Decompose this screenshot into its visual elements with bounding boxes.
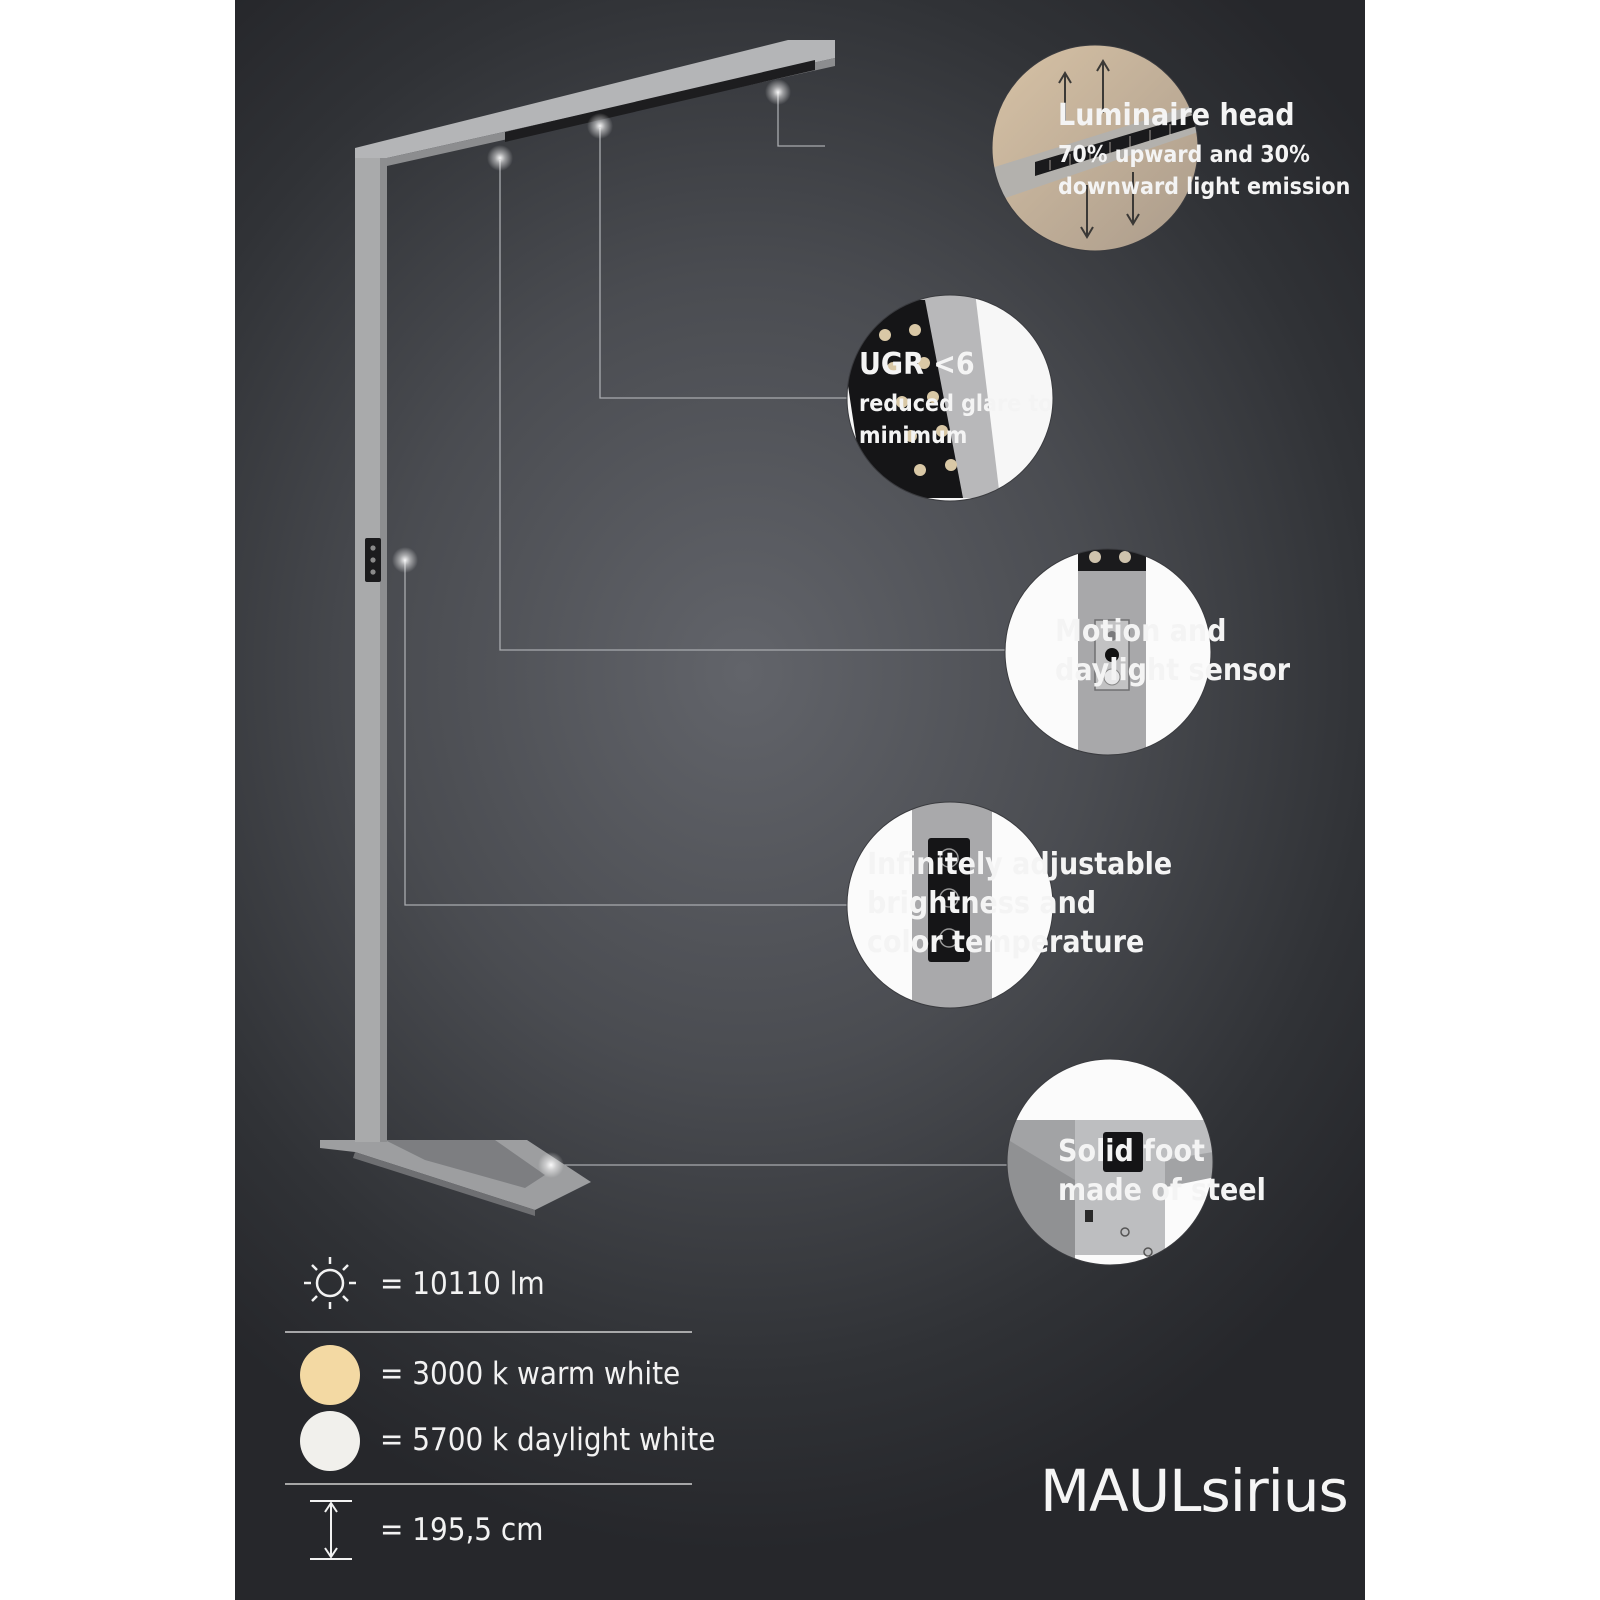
detail-head-image: [992, 45, 1198, 251]
daylight-white-swatch: [300, 1411, 360, 1471]
feature-ugr: UGR <6 reduced glare to minimum: [859, 345, 1053, 452]
detail-foot-image: [1007, 1059, 1213, 1265]
lamp-foot: [320, 1140, 591, 1210]
detail-adjust-image: [847, 802, 1053, 1008]
detail-ugr-image: [847, 295, 1053, 501]
product-name: MAULsirius: [1040, 1457, 1349, 1525]
feature-foot: Solid foot made of steel: [1058, 1132, 1266, 1210]
feature-title: Solid foot made of steel: [1058, 1134, 1266, 1208]
height-arrow-icon: [310, 1500, 352, 1560]
feature-luminaire-head: Luminaire head 70% upward and 30% downwa…: [1058, 96, 1350, 203]
spec-warm-white: = 3000 k warm white: [380, 1356, 681, 1392]
feature-title: Motion and daylight sensor: [1055, 614, 1291, 688]
feature-desc: reduced glare to minimum: [859, 391, 1053, 449]
leader-ugr: [599, 128, 847, 399]
feature-title: UGR <6: [859, 347, 975, 382]
lamp-illustration: [285, 40, 1214, 1560]
spec-lumen: = 10110 lm: [380, 1266, 545, 1302]
feature-title: Infinitely adjustable brightness and col…: [867, 847, 1173, 960]
leader-lines: [404, 92, 1007, 1166]
spec-daylight-white: = 5700 k daylight white: [380, 1422, 716, 1458]
warm-white-swatch: [300, 1345, 360, 1405]
detail-sensor-image: [1005, 549, 1211, 755]
floor-lamp: [320, 40, 835, 1216]
leader-sensor: [499, 160, 1005, 651]
feature-title: Luminaire head: [1058, 98, 1295, 133]
feature-sensor: Motion and daylight sensor: [1055, 612, 1290, 690]
feature-desc: 70% upward and 30% downward light emissi…: [1058, 142, 1351, 200]
feature-adjustable: Infinitely adjustable brightness and col…: [867, 845, 1172, 962]
lamp-head: [355, 40, 835, 158]
glow-markers: [392, 79, 791, 1178]
leader-head: [777, 92, 825, 147]
spec-height: = 195,5 cm: [380, 1512, 544, 1548]
sun-icon: [304, 1257, 356, 1309]
product-poster: Luminaire head 70% upward and 30% downwa…: [235, 0, 1365, 1600]
leader-adjust: [404, 560, 847, 906]
